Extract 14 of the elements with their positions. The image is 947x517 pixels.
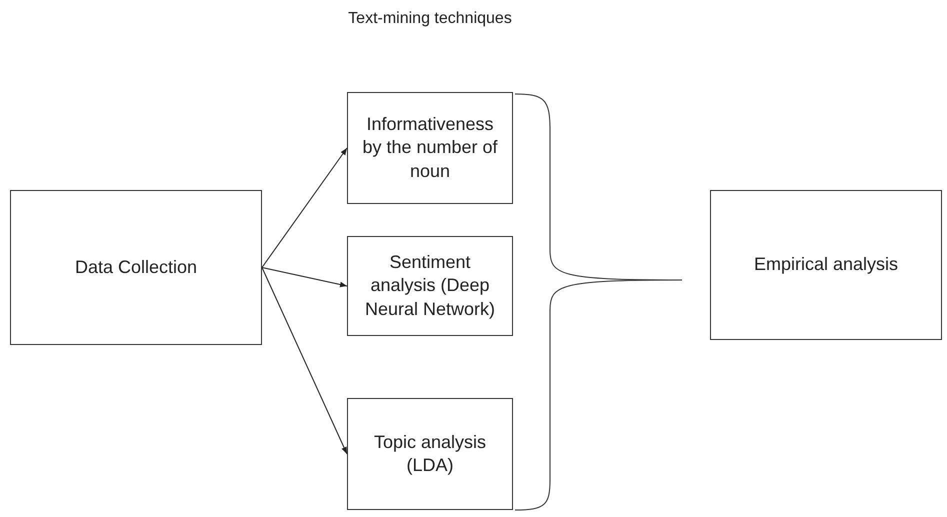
box-label: Sentiment analysis (Deep Neural Network): [364, 250, 496, 321]
box-label: Topic analysis (LDA): [372, 430, 488, 477]
process-box: [710, 190, 942, 340]
box-label: Informativeness by the number of noun: [361, 112, 499, 183]
diagram-title: Text-mining techniques: [347, 10, 513, 28]
process-box: [347, 236, 513, 336]
arrow: [262, 267, 348, 454]
box-label: Data Collection: [74, 256, 198, 279]
arrow: [262, 148, 348, 268]
box-label: Empirical analysis: [754, 253, 898, 276]
process-box: [347, 92, 513, 204]
process-box: [10, 190, 262, 345]
arrow: [262, 267, 348, 288]
process-box: [347, 398, 513, 510]
